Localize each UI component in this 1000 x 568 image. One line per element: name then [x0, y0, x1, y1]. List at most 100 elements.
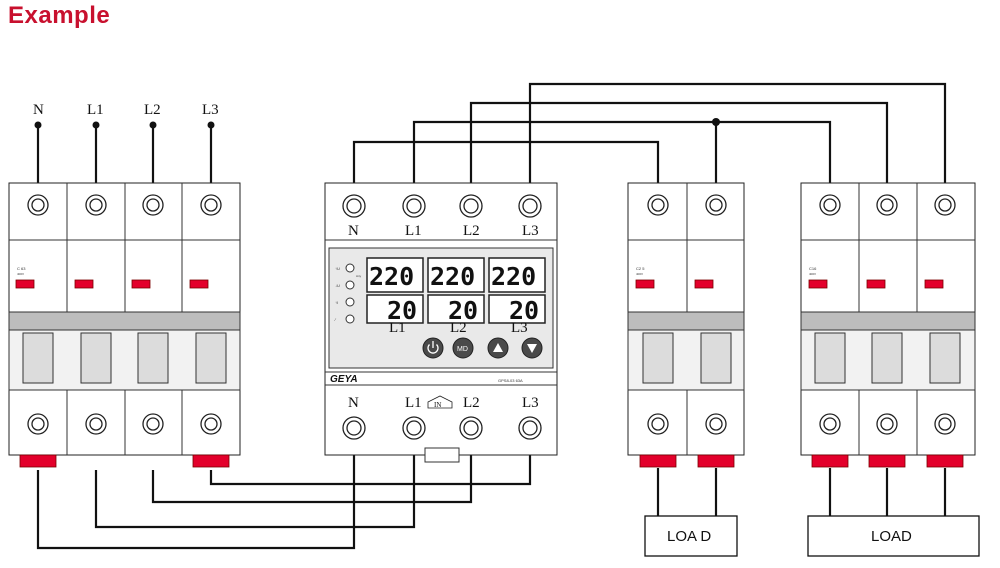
din-clip	[868, 454, 906, 468]
phase-label-l2: L2	[144, 102, 161, 118]
junction-dot	[207, 121, 215, 129]
arrow-down-icon	[527, 344, 537, 353]
phase-label-n: N	[33, 102, 44, 118]
main-breaker-rating: C 63	[17, 266, 26, 271]
load-box-1: LOA D	[644, 515, 738, 557]
load-box-2: LOAD	[807, 515, 980, 557]
indicator-any-label: Any	[356, 274, 362, 278]
breaker-toggle[interactable]	[80, 332, 112, 384]
trip-indicator	[131, 279, 151, 289]
load-label-2: LOAD	[871, 528, 912, 545]
junction-dot	[34, 121, 42, 129]
output-wire-l2	[469, 101, 889, 183]
din-latch	[424, 447, 460, 463]
main-breaker-top-screws	[27, 194, 222, 216]
two-pole-breaker: C2 5 400V	[627, 182, 745, 468]
din-clip	[19, 454, 57, 468]
junction-dot	[92, 121, 100, 129]
junction-dot	[712, 118, 720, 126]
breaker-toggle[interactable]	[195, 332, 227, 384]
trip-indicator	[15, 279, 35, 289]
current-reading-l2: 20	[448, 296, 478, 325]
brand-logo: GEYA	[330, 374, 358, 385]
breaker-toggle[interactable]	[700, 332, 732, 384]
three-pole-breaker: C16 400V	[800, 182, 976, 468]
in-arrow: IN	[427, 395, 453, 409]
trip-indicator	[189, 279, 209, 289]
breaker-toggle[interactable]	[22, 332, 54, 384]
breaker-toggle[interactable]	[814, 332, 846, 384]
phase-label-l1: L1	[87, 102, 104, 118]
input-wire-l2	[151, 455, 473, 504]
relay-indicators: ↑U ↓U ↑I ∕ Any	[334, 263, 362, 324]
relay-model: GPS8-03 63A	[498, 378, 523, 383]
voltage-reading-l3: 220	[491, 262, 536, 291]
in-label: IN	[434, 401, 441, 409]
indicator-label-overcurrent: ↑I	[335, 300, 338, 305]
breaker-toggle[interactable]	[871, 332, 903, 384]
relay-bottom-label-l1: L1	[405, 395, 422, 411]
arrow-up-icon	[493, 343, 503, 352]
current-reading-l3: 20	[509, 296, 539, 325]
voltage-reading-l2: 220	[430, 262, 475, 291]
trip-indicator	[924, 279, 944, 289]
input-wire-l1	[94, 455, 416, 529]
trip-indicator	[694, 279, 714, 289]
relay-top-label-l1: L1	[405, 223, 422, 239]
input-wire-l3	[209, 455, 532, 486]
current-displays: 20 20 20	[366, 294, 546, 325]
phase-label-l3: L3	[202, 102, 219, 118]
trip-indicator	[808, 279, 828, 289]
relay-top-label-l2: L2	[463, 223, 480, 239]
junction-dot	[149, 121, 157, 129]
trip-indicator	[635, 279, 655, 289]
main-breaker-bottom-screws	[27, 413, 222, 435]
trip-indicator	[866, 279, 886, 289]
voltage-displays: 220 220 220	[366, 257, 546, 293]
diagram-title: Example	[8, 2, 111, 29]
display-channel-l1: L1	[389, 320, 406, 336]
relay-top-label-l3: L3	[522, 223, 539, 239]
breaker-toggle[interactable]	[137, 332, 169, 384]
in-arrow-icon	[427, 395, 453, 409]
output-wire-l3	[528, 82, 947, 183]
relay-bottom-screws	[342, 416, 542, 440]
voltage-reading-l1: 220	[369, 262, 414, 291]
down-button[interactable]	[521, 337, 543, 359]
display-channel-l3: L3	[511, 320, 528, 336]
din-clip	[697, 454, 735, 468]
relay-bottom-label-l2: L2	[463, 395, 480, 411]
md-button-label: MD	[457, 346, 468, 353]
two-pole-breaker-voltage: 400V	[636, 272, 643, 276]
output-wire-l1	[412, 120, 832, 183]
din-clip	[811, 454, 849, 468]
din-clip	[926, 454, 964, 468]
md-button[interactable]: MD	[452, 337, 474, 359]
trip-indicator	[74, 279, 94, 289]
din-clip	[639, 454, 677, 468]
relay-top-screws	[342, 194, 542, 218]
main-breaker-voltage: 400V	[17, 272, 24, 276]
display-channel-l2: L2	[450, 320, 467, 336]
relay-bottom-label-l3: L3	[522, 395, 539, 411]
breaker-toggle[interactable]	[642, 332, 674, 384]
two-pole-breaker-rating: C2 5	[636, 266, 645, 271]
relay-top-label-n: N	[348, 223, 359, 239]
up-button[interactable]	[487, 337, 509, 359]
three-pole-breaker-rating: C16	[809, 266, 817, 271]
relay-buttons: MD	[422, 337, 543, 359]
load-label-1: LOA D	[667, 528, 711, 545]
power-button[interactable]	[422, 337, 444, 359]
relay-bottom-label-n: N	[348, 395, 359, 411]
indicator-label-overvoltage: ↑U	[335, 266, 340, 271]
din-clip	[192, 454, 230, 468]
current-reading-l1: 20	[387, 296, 417, 325]
indicator-label-undervoltage: ↓U	[335, 283, 340, 288]
wires	[34, 82, 947, 550]
voltage-relay: N L1 L2 L3 ↑U ↓U ↑I ∕ Any 220 220 220	[324, 182, 558, 463]
output-wire-n	[352, 140, 660, 183]
main-breaker: C 63 400V	[8, 182, 241, 468]
indicator-label-status: ∕	[334, 317, 337, 322]
breaker-toggle[interactable]	[929, 332, 961, 384]
